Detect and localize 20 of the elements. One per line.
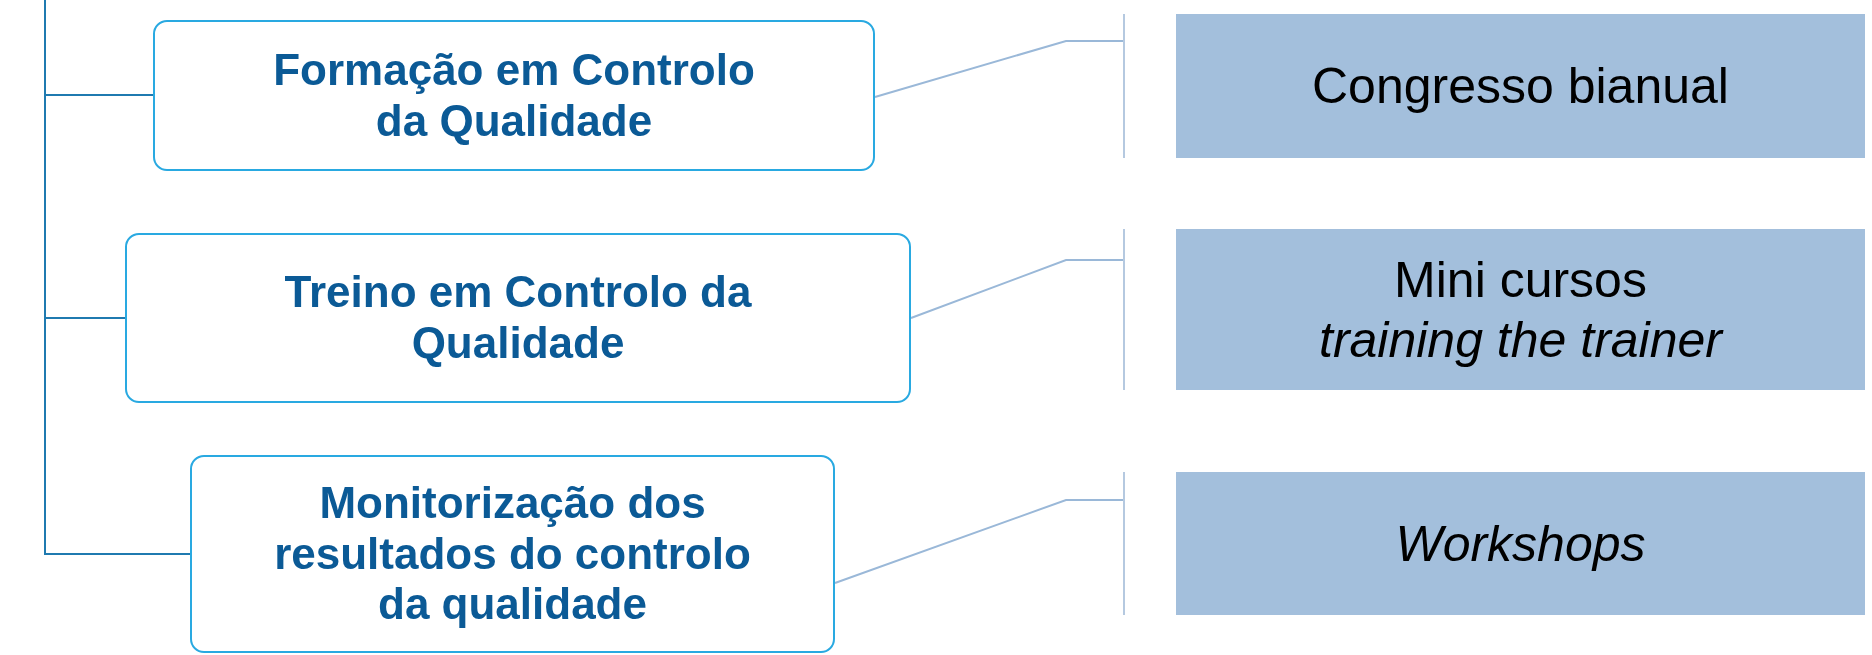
divider-bar — [1123, 472, 1125, 615]
topic-box — [153, 20, 875, 171]
item-box — [1176, 229, 1865, 390]
item-text: Workshops — [1395, 514, 1646, 574]
divider-bar — [1123, 229, 1125, 390]
topic-text: Treino em Controlo da Qualidade — [283, 267, 753, 369]
item-text: training the trainer — [1319, 310, 1722, 370]
connector-line — [44, 0, 191, 555]
leader-line — [910, 259, 1124, 319]
topic-box — [125, 233, 911, 403]
topic-text: Formação em Controlo da Qualidade — [272, 44, 756, 147]
leader-line — [834, 499, 1124, 584]
topic-box — [190, 455, 835, 653]
leader-line — [874, 40, 1124, 98]
divider-bar — [1123, 14, 1125, 158]
item-box — [1176, 472, 1865, 615]
topic-text: Monitorização dos resultados do controlo da qualidade — [273, 478, 752, 630]
item-text: Congresso bianual — [1312, 57, 1729, 116]
item-box — [1176, 14, 1865, 158]
item-text: Mini cursos — [1394, 250, 1647, 310]
